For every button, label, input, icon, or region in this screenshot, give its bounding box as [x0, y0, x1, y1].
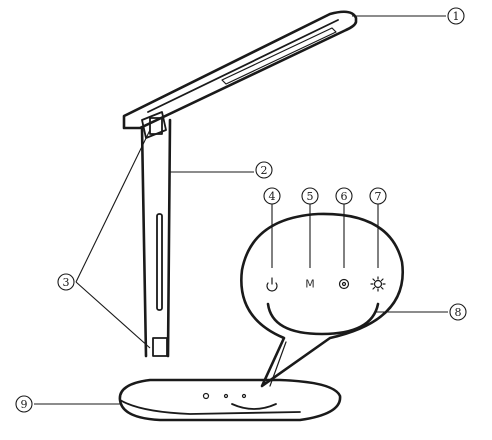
- lamp-base: [118, 378, 342, 422]
- callout-4: 4: [263, 187, 281, 205]
- svg-text:3: 3: [63, 276, 70, 289]
- svg-text:1: 1: [453, 10, 460, 23]
- svg-text:6: 6: [341, 190, 348, 203]
- callout-5: 5: [301, 187, 319, 205]
- brightness-icon: [370, 276, 386, 292]
- svg-text:9: 9: [21, 398, 28, 411]
- timer-icon: [338, 278, 350, 290]
- svg-text:7: 7: [375, 190, 382, 203]
- callout-3: 3: [57, 273, 75, 291]
- touch-panel: M: [266, 276, 386, 336]
- callout-7: 7: [369, 187, 387, 205]
- lamp-pole: [140, 118, 172, 358]
- callout-markers: 1 2 3 4 5 6 7 8: [15, 7, 467, 413]
- callout-1: 1: [447, 7, 465, 25]
- callout-2: 2: [255, 161, 273, 179]
- svg-text:8: 8: [455, 306, 462, 319]
- hinge: [141, 111, 167, 139]
- callout-6: 6: [335, 187, 353, 205]
- callout-8: 8: [449, 303, 467, 321]
- touch-slider: [266, 302, 380, 336]
- callout-9: 9: [15, 395, 33, 413]
- lamp-head: [122, 10, 358, 130]
- callout-lines: [34, 15, 448, 405]
- svg-text:4: 4: [269, 190, 276, 203]
- svg-text:5: 5: [307, 190, 314, 203]
- power-icon: [266, 277, 278, 292]
- mode-label: M: [305, 278, 315, 291]
- svg-text:2: 2: [261, 164, 268, 177]
- zoom-bubble: [240, 212, 405, 388]
